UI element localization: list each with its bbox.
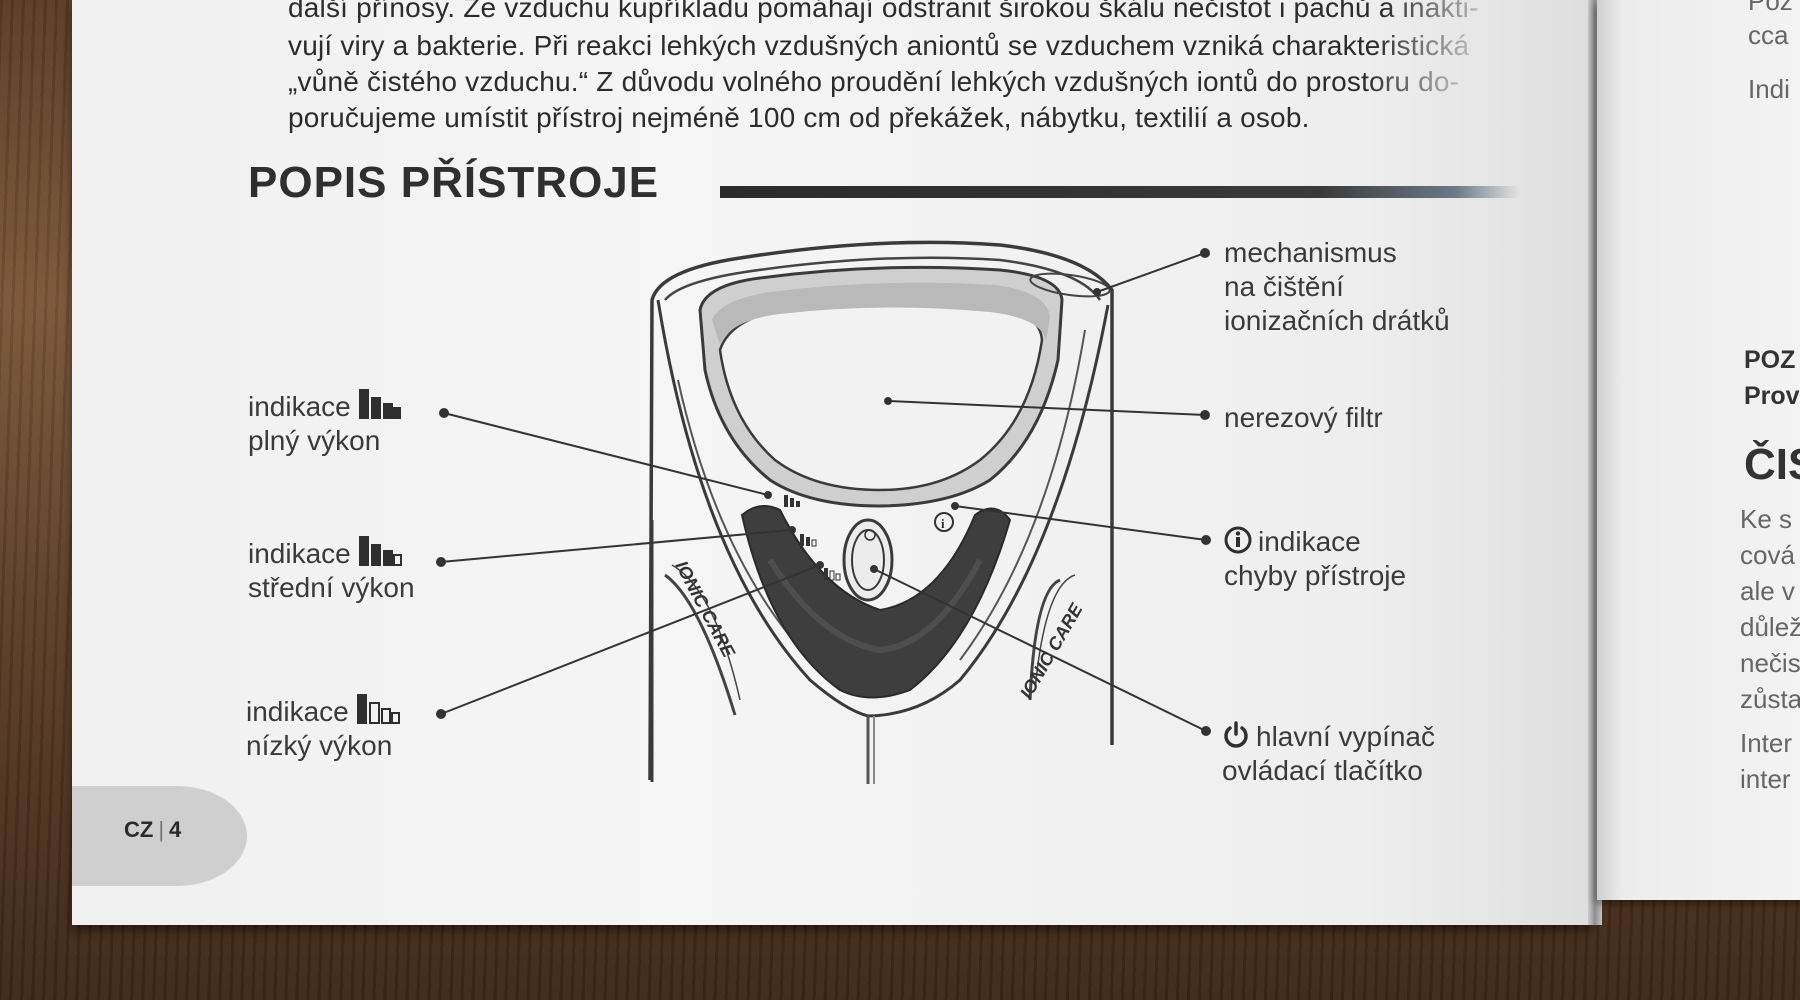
label-error-line-1: indikace	[1258, 526, 1361, 557]
leader-lines	[436, 248, 1211, 736]
intro-line-4: poručujeme umístit přístroj nejméně 100 …	[288, 102, 1310, 133]
label-low-power: indikace nízký výkon	[246, 694, 401, 763]
device-bars-medium	[800, 534, 817, 547]
leader-filter	[887, 400, 1206, 416]
right-para-5: nečis	[1740, 648, 1800, 678]
label-cleaning-mechanism: mechanismus na čištění ionizačních drátk…	[1224, 236, 1450, 338]
right-para-6: zůsta	[1740, 684, 1800, 714]
control-band-shade	[767, 558, 983, 654]
label-cleaning-line-3: ionizačních drátků	[1224, 305, 1450, 336]
leader-low-power	[440, 564, 821, 715]
label-low-power-line-2: nízký výkon	[246, 730, 393, 761]
leader-cleaning	[1096, 252, 1206, 293]
right-line-1: Poz	[1748, 0, 1793, 16]
right-bold-1: POZ	[1744, 346, 1796, 374]
leader-full-power	[443, 412, 769, 496]
section-title: POPIS PŘÍSTROJE	[248, 158, 660, 207]
right-para2-1: Inter	[1740, 728, 1793, 758]
device-bars-low	[824, 568, 841, 581]
label-low-power-line-1: indikace	[246, 696, 349, 727]
page-number-tab	[72, 786, 247, 886]
intro-line-1: další přínosy. Ze vzduchu kupříkladu pom…	[288, 0, 1479, 23]
filter-top-band	[712, 282, 1050, 345]
device-inner-edge	[664, 256, 1102, 301]
right-para-3: ale v	[1740, 576, 1795, 606]
leader-power	[873, 568, 1207, 732]
label-power-switch: hlavní vypínač ovládací tlačítko	[1222, 720, 1435, 788]
svg-text:i: i	[941, 516, 945, 531]
label-error-line-2: chyby přístroje	[1224, 560, 1407, 591]
left-side-logo-arc	[664, 573, 737, 716]
control-band	[740, 505, 1012, 699]
label-filter-line-1: nerezový filtr	[1224, 402, 1383, 433]
label-medium-power: indikace střední výkon	[248, 536, 415, 605]
label-filter: nerezový filtr	[1224, 401, 1383, 435]
power-icon	[1224, 721, 1248, 748]
device-bars-full	[784, 495, 800, 507]
right-para-1: Ke s	[1740, 504, 1793, 534]
label-medium-power-line-1: indikace	[248, 538, 351, 569]
full-bars-icon	[358, 389, 401, 419]
label-full-power-line-1: indikace	[248, 391, 351, 422]
low-bars-icon	[356, 694, 400, 724]
right-para-4: důlež	[1740, 612, 1800, 642]
device-outer-body	[648, 240, 1114, 781]
label-medium-power-line-2: střední výkon	[248, 572, 415, 603]
label-full-power: indikace plný výkon	[248, 389, 403, 458]
page-number: CZ|4	[124, 817, 182, 842]
page-lang: CZ	[124, 817, 154, 842]
page-num-value: 4	[169, 817, 182, 842]
right-bold-2: Prov	[1744, 382, 1800, 410]
label-power-line-2: ovládací tlačítko	[1222, 755, 1423, 786]
right-para2-2: inter	[1740, 764, 1791, 794]
right-heading: ČIS	[1744, 440, 1800, 489]
right-line-2: cca	[1748, 20, 1789, 50]
manual-right-page	[1597, 0, 1800, 900]
intro-line-3: „vůně čistého vzduchu.“ Z důvodu volného…	[288, 66, 1460, 97]
label-error-indicator: indikace chyby přístroje	[1224, 525, 1406, 593]
power-button-symbol	[864, 529, 876, 541]
label-cleaning-line-2: na čištění	[1224, 271, 1344, 302]
leader-error	[954, 505, 1207, 541]
right-side-logo-arc2	[1034, 574, 1076, 691]
label-cleaning-line-1: mechanismus	[1224, 237, 1397, 268]
right-para-2: cová	[1740, 540, 1795, 570]
leader-medium-power	[440, 529, 793, 563]
right-brand-text: IONIC CARE	[1016, 599, 1087, 702]
right-side-logo-arc	[1028, 578, 1061, 701]
title-rule	[720, 186, 1520, 198]
right-line-3: Indi	[1748, 74, 1790, 104]
info-icon	[1224, 526, 1252, 554]
intro-line-2: vují viry a bakterie. Při reakci lehkých…	[288, 30, 1470, 61]
medium-bars-icon	[358, 536, 402, 566]
left-side-logo-arc2	[671, 564, 741, 701]
label-full-power-line-2: plný výkon	[248, 425, 381, 456]
device-front-left	[656, 299, 869, 718]
device-info-symbol	[934, 512, 954, 532]
cleaning-slot	[1029, 272, 1111, 298]
label-power-line-1: hlavní vypínač	[1256, 721, 1435, 752]
